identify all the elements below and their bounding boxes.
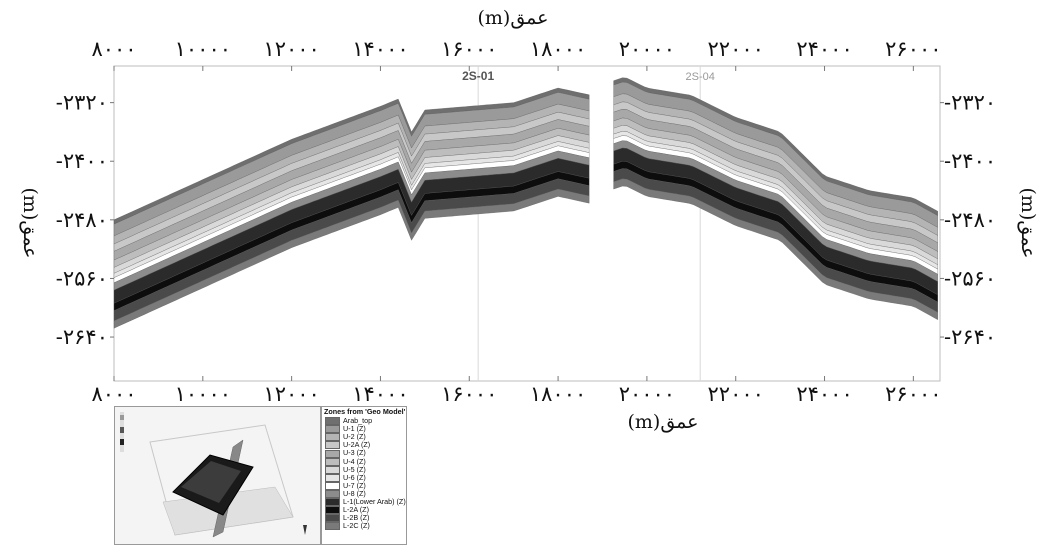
x-tick-label: ۲۰۰۰۰ (619, 382, 675, 406)
x-axis-top-ticks: ۸۰۰۰ ۱۰۰۰۰ ۱۲۰۰۰ ۱۴۰۰۰ ۱۶۰۰۰ ۱۸۰۰۰ ۲۰۰۰۰ ۲۲۰۰۰ ۲… (91, 37, 942, 71)
y-tick-label: -۲۵۶۰ (56, 266, 108, 290)
y-tick-label: -۲۶۴۰ (56, 325, 108, 349)
legend-swatch (325, 473, 340, 482)
x-axis-bottom-ticks: ۸۰۰۰ ۱۰۰۰۰ ۱۲۰۰۰ ۱۴۰۰۰ ۱۶۰۰۰ ۱۸۰۰۰ ۲۰۰۰۰ ۲۲۰۰۰ ۲… (91, 376, 942, 406)
x-tick-label: ۱۲۰۰۰ (263, 382, 319, 406)
x-tick-label: ۱۶۰۰۰ (441, 37, 497, 61)
legend-swatch (325, 449, 340, 458)
legend-item: U-2A (Z) (322, 440, 406, 450)
x-tick-label: ۲۶۰۰۰ (885, 382, 941, 406)
color-scale-step (120, 427, 124, 433)
y-tick-label: -۲۵۶۰ (944, 266, 996, 290)
legend-swatch (325, 522, 340, 531)
legend-label: U-8 (Z) (343, 488, 366, 498)
legend-item: U-8 (Z) (322, 488, 406, 498)
legend-title: Zones from 'Geo Model' (324, 407, 406, 416)
x-tick-label: ۸۰۰۰ (91, 37, 136, 61)
legend-swatch (325, 506, 340, 515)
x-tick-label: ۲۲۰۰۰ (708, 382, 764, 406)
legend-item: Arab_top (322, 416, 406, 426)
legend-item: U-2 (Z) (322, 432, 406, 442)
x-tick-label: ۲۶۰۰۰ (885, 37, 941, 61)
zone-layer (113, 188, 590, 329)
north-arrow-icon (303, 525, 307, 535)
legend-item: U-7 (Z) (322, 480, 406, 490)
color-scale-step (120, 439, 124, 445)
legend-swatch (325, 441, 340, 450)
y-axis-left-ticks: -۲۳۲۰ -۲۴۰۰ -۲۴۸۰ -۲۵۶۰ -۲۶۴۰ (56, 91, 114, 349)
x-tick-label: ۲۰۰۰۰ (619, 37, 675, 61)
legend-item: U-3 (Z) (322, 448, 406, 458)
legend-item: L-2C (Z) (322, 521, 406, 531)
y-tick-label: -۲۴۸۰ (944, 208, 996, 232)
legend-label: U-3 (Z) (343, 448, 366, 458)
x-tick-label: ۲۲۰۰۰ (708, 37, 764, 61)
legend-swatch (325, 417, 340, 426)
color-scale-step (120, 415, 124, 420)
y-tick-label: -۲۳۲۰ (56, 91, 108, 115)
legend-label: L-2A (Z) (343, 505, 369, 515)
legend-swatch (325, 433, 340, 442)
legend-label: L-2C (Z) (343, 521, 370, 531)
legend-swatch (325, 498, 340, 507)
legend-item: L-2A (Z) (322, 505, 406, 515)
y-tick-label: -۲۳۲۰ (944, 91, 996, 115)
legend-label: U-5 (Z) (343, 464, 366, 474)
legend-label: L-1(Lower Arab) (Z) (343, 497, 406, 507)
x-axis-label-top: عمق(m) (477, 7, 548, 29)
legend-swatch (325, 489, 340, 498)
legend-swatch (325, 514, 340, 523)
legend-label: U-4 (Z) (343, 456, 366, 466)
y-axis-right-ticks: -۲۳۲۰ -۲۴۰۰ -۲۴۸۰ -۲۵۶۰ -۲۶۴۰ (940, 91, 996, 349)
x-tick-label: ۱۰۰۰۰ (175, 382, 231, 406)
legend-swatch (325, 481, 340, 490)
legend-item: U-4 (Z) (322, 456, 406, 466)
x-tick-label: ۱۸۰۰۰ (530, 37, 586, 61)
legend-label: L-2B (Z) (343, 513, 370, 523)
legend-item: U-5 (Z) (322, 464, 406, 474)
x-tick-label: ۲۴۰۰۰ (796, 382, 852, 406)
legend-swatch (325, 425, 340, 434)
x-tick-label: ۱۴۰۰۰ (352, 37, 408, 61)
x-tick-label: ۱۸۰۰۰ (530, 382, 586, 406)
well-label: 2S-01 (462, 69, 494, 83)
legend-label: U-2A (Z) (343, 440, 371, 450)
legend-swatch (325, 465, 340, 474)
legend-item: U-6 (Z) (322, 472, 406, 482)
legend-item: L-2B (Z) (322, 513, 406, 523)
3d-reservoir-top (181, 461, 241, 503)
legend-item: U-1 (Z) (322, 424, 406, 434)
x-tick-label: ۱۶۰۰۰ (441, 382, 497, 406)
y-axis-label-right: عمق(m) (1017, 187, 1037, 258)
legend-label: U-1 (Z) (343, 424, 366, 434)
3d-model-view (120, 412, 307, 538)
y-tick-label: -۲۴۰۰ (944, 149, 996, 173)
legend-label: U-6 (Z) (343, 472, 366, 482)
y-tick-label: -۲۴۰۰ (56, 149, 108, 173)
well-label: 2S-04 (686, 71, 715, 83)
x-tick-label: ۱۲۰۰۰ (263, 37, 319, 61)
x-tick-label: ۱۴۰۰۰ (352, 382, 408, 406)
3d-model-inset (114, 406, 321, 545)
y-tick-label: -۲۶۴۰ (944, 325, 996, 349)
legend-label: U-7 (Z) (343, 480, 366, 490)
zone-layer (613, 178, 938, 320)
x-tick-label: ۱۰۰۰۰ (175, 37, 231, 61)
x-axis-label-bottom: عمق(m) (627, 411, 698, 433)
legend-label: U-2 (Z) (343, 432, 366, 442)
well-markers: 2S-01 2S-04 (462, 69, 715, 83)
zone-layers (113, 77, 938, 329)
y-tick-label: -۲۴۸۰ (56, 208, 108, 232)
legend-item: L-1(Lower Arab) (Z) (322, 497, 406, 507)
x-tick-label: ۸۰۰۰ (91, 382, 136, 406)
legend-swatch (325, 457, 340, 466)
x-tick-label: ۲۴۰۰۰ (796, 37, 852, 61)
y-axis-label-left: عمق(m) (19, 187, 41, 258)
legend-label: Arab_top (343, 416, 373, 426)
